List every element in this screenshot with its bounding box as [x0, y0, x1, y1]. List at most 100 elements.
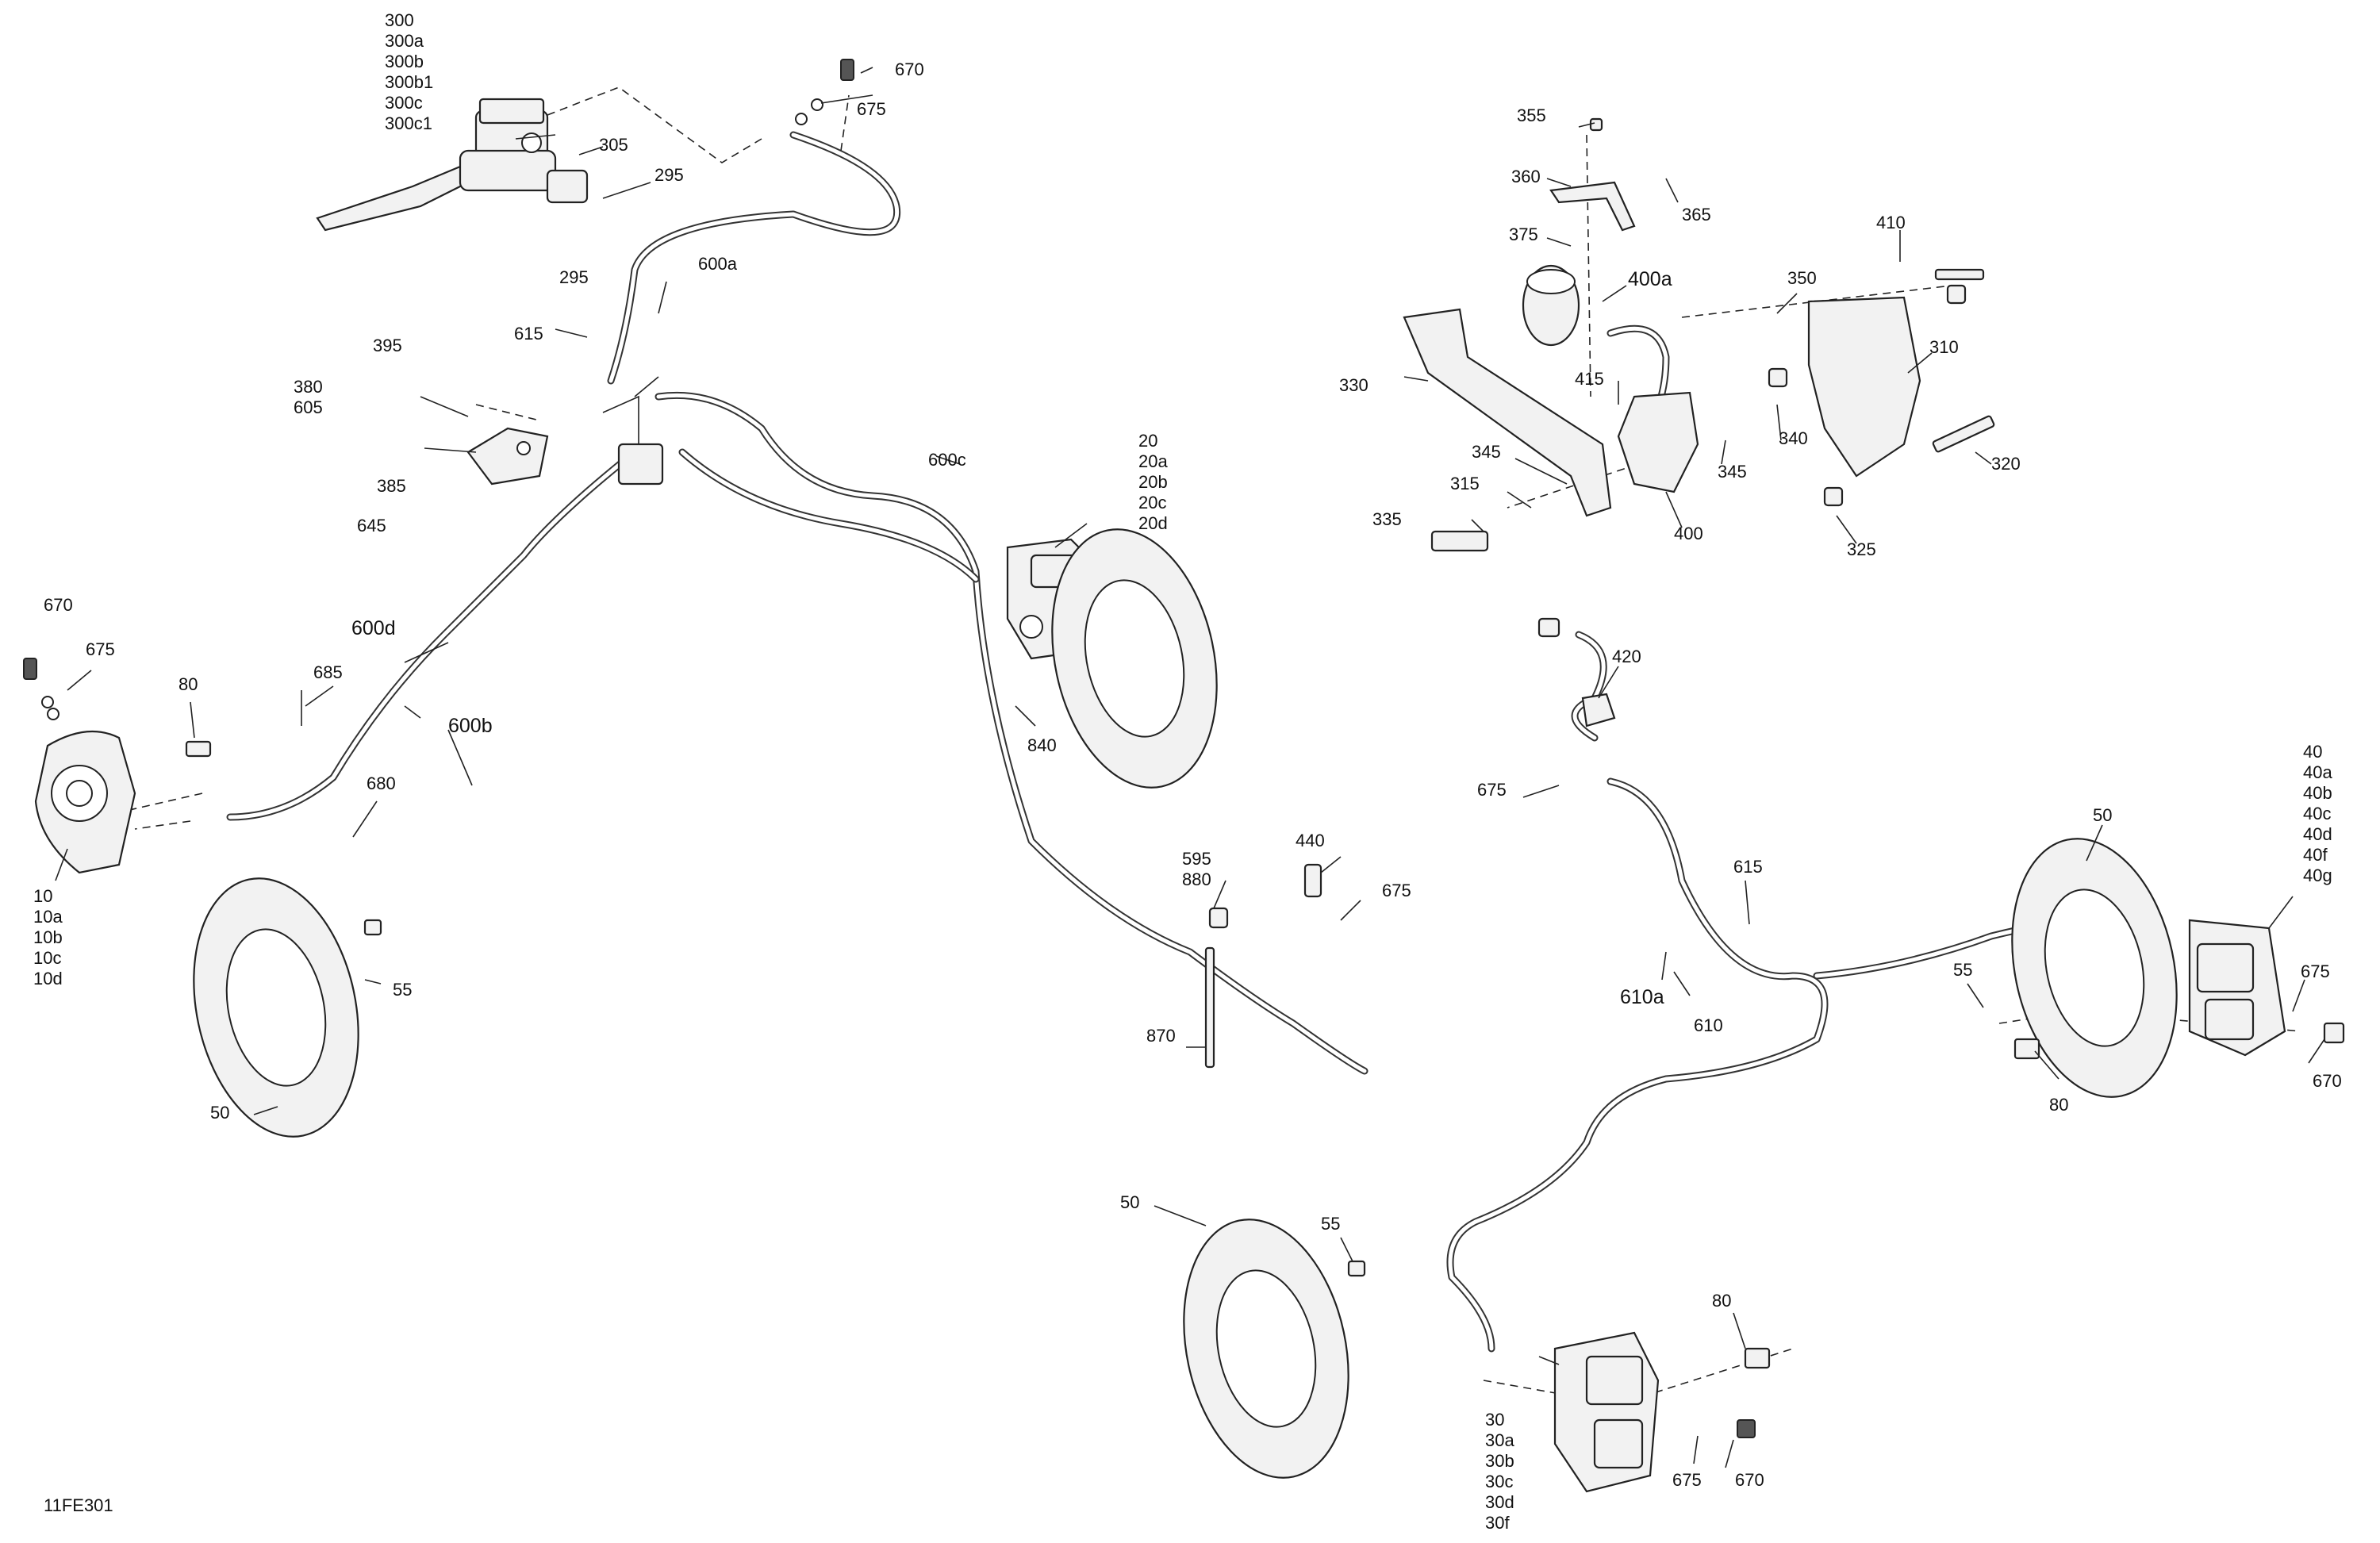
callout-30d: 30d: [1485, 1492, 1514, 1512]
callout-420: 420: [1612, 647, 1641, 666]
bracket-385: [466, 427, 549, 486]
callout-300: 300: [385, 10, 414, 30]
brake-disc-rear-right: [2011, 838, 2178, 1098]
callout-880: 880: [1182, 869, 1211, 889]
callout-340: 340: [1779, 428, 1808, 448]
callout-600d: 600d: [351, 617, 396, 639]
callout-385: 385: [377, 476, 406, 496]
callout-675-sensor: 675: [1477, 780, 1507, 800]
master-cylinder: [316, 98, 589, 232]
callout-80-rear-left: 80: [1712, 1291, 1731, 1311]
callout-40d: 40d: [2303, 824, 2332, 844]
rear-master-cylinder: [1617, 391, 1699, 493]
callout-675-rear-right: 675: [2301, 961, 2330, 981]
rear-master-cylinder-reservoir: [1522, 264, 1580, 347]
callout-40g: 40g: [2303, 866, 2332, 885]
callout-670-left: 670: [44, 595, 73, 615]
callout-55-rear-right: 55: [1953, 960, 1972, 980]
callout-20a: 20a: [1138, 451, 1168, 471]
callout-365: 365: [1682, 205, 1711, 225]
callout-40c: 40c: [2303, 804, 2331, 823]
callout-330: 330: [1339, 375, 1368, 395]
callout-50-rear-left: 50: [1120, 1192, 1139, 1212]
callout-345-left: 345: [1472, 442, 1501, 462]
callout-55-front-left: 55: [393, 980, 412, 1000]
callout-415: 415: [1575, 369, 1604, 389]
callout-55-rear-left: 55: [1321, 1214, 1340, 1234]
callout-295-bottom: 295: [559, 267, 589, 287]
brake-pedal: [1403, 308, 1612, 517]
callout-670-rear-left: 670: [1735, 1470, 1764, 1490]
callout-645: 645: [357, 516, 386, 535]
callout-40: 40: [2303, 742, 2322, 762]
callout-300b1: 300b1: [385, 72, 433, 92]
callout-400: 400: [1674, 524, 1703, 543]
callout-320: 320: [1991, 454, 2021, 474]
callout-400a: 400a: [1628, 268, 1672, 290]
callout-610: 610: [1694, 1015, 1723, 1035]
callout-80-left: 80: [178, 674, 198, 694]
callout-labels: 11FE301 300 300a 300b 300b1 300c 300c1 3…: [33, 10, 2342, 1533]
callout-30c: 30c: [1485, 1472, 1513, 1491]
callout-20: 20: [1138, 431, 1157, 451]
callout-600b: 600b: [448, 715, 493, 737]
brake-disc-front-left: [193, 877, 359, 1138]
callout-20c: 20c: [1138, 493, 1166, 512]
brake-disc-rear-left: [1183, 1219, 1349, 1479]
callout-675-rear-left: 675: [1672, 1470, 1702, 1490]
callout-300b: 300b: [385, 52, 424, 71]
callout-610a: 610a: [1620, 986, 1664, 1008]
callout-840: 840: [1027, 735, 1057, 755]
callout-675-center: 675: [1382, 881, 1411, 900]
callout-50-rear-right: 50: [2093, 805, 2112, 825]
callout-325: 325: [1847, 539, 1876, 559]
front-left-caliper: [34, 730, 136, 874]
callout-300c1: 300c1: [385, 113, 432, 133]
reservoir-bracket-360: [1549, 181, 1636, 232]
callout-10c: 10c: [33, 948, 61, 968]
callout-605: 605: [294, 397, 323, 417]
callout-10b: 10b: [33, 927, 63, 947]
callout-20b: 20b: [1138, 472, 1168, 492]
callout-600a: 600a: [698, 254, 738, 274]
callout-675-left: 675: [86, 639, 115, 659]
callout-315: 315: [1450, 474, 1480, 493]
callout-440: 440: [1296, 831, 1325, 850]
callout-50-front-left: 50: [210, 1103, 229, 1123]
callout-410: 410: [1876, 213, 1906, 232]
callout-670-top: 670: [895, 59, 924, 79]
callout-600c: 600c: [928, 450, 966, 470]
callout-40a: 40a: [2303, 762, 2332, 782]
callout-80-rear-right: 80: [2049, 1095, 2068, 1115]
callout-300c: 300c: [385, 93, 423, 113]
callout-380: 380: [294, 377, 323, 397]
leader-lines: [55, 67, 2325, 1468]
pedal-bracket: [1807, 296, 1921, 478]
hardware: [23, 59, 2345, 1438]
callout-30b: 30b: [1485, 1451, 1514, 1471]
callout-40b: 40b: [2303, 783, 2332, 803]
callout-295-top: 295: [654, 165, 684, 185]
callout-10a: 10a: [33, 907, 63, 927]
callout-615-left: 615: [514, 324, 543, 344]
callout-335: 335: [1372, 509, 1402, 529]
callout-670-rear-right: 670: [2313, 1071, 2342, 1091]
callout-350: 350: [1787, 268, 1817, 288]
callout-680: 680: [367, 773, 396, 793]
callout-40f: 40f: [2303, 845, 2328, 865]
callout-685: 685: [313, 662, 343, 682]
callout-305: 305: [599, 135, 628, 155]
callout-675-top: 675: [857, 99, 886, 119]
callout-10: 10: [33, 886, 52, 906]
abs-junction-block: [602, 395, 664, 486]
callout-870: 870: [1146, 1026, 1176, 1046]
callout-300a: 300a: [385, 31, 424, 51]
callout-30: 30: [1485, 1410, 1504, 1430]
callout-615-right: 615: [1733, 857, 1763, 877]
callout-310: 310: [1929, 337, 1959, 357]
wheel-speed-sensor: [1537, 617, 1616, 727]
rear-left-caliper: [1553, 1331, 1660, 1493]
rear-right-caliper: [2188, 919, 2286, 1057]
callout-355: 355: [1517, 106, 1546, 125]
